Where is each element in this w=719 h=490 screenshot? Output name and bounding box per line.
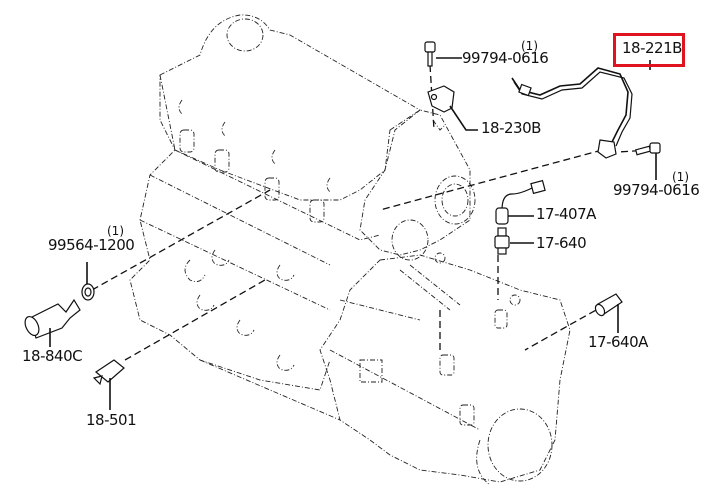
bracket-18-230B-drawing (427, 85, 455, 113)
part-qty-99564-1200: (1) (107, 224, 124, 238)
sensor-17-407A-drawing (495, 179, 546, 225)
part-label-18-501[interactable]: 18-501 (86, 411, 137, 429)
washer-99564-1200-drawing (81, 283, 95, 301)
part-label-17-640[interactable]: 17-640 (536, 234, 587, 252)
sensor-harness-18-221B-drawing (511, 67, 633, 159)
part-label-99794-0616-top[interactable]: 99794-0616 (462, 49, 549, 67)
leader-lines (49, 57, 657, 410)
part-label-18-230B[interactable]: 18-230B (481, 119, 541, 137)
engine-block-drawing (129, 14, 571, 486)
part-qty-99794-0616-right: (1) (672, 170, 689, 184)
assembly-lines (91, 64, 651, 361)
part-label-18-221B[interactable]: 18-221B (622, 39, 682, 57)
part-label-17-407A[interactable]: 17-407A (536, 205, 596, 223)
sensor-17-640-drawing (494, 227, 510, 255)
part-label-18-840C[interactable]: 18-840C (22, 347, 83, 365)
part-label-99564-1200[interactable]: 99564-1200 (48, 236, 135, 254)
part-label-17-640A[interactable]: 17-640A (588, 333, 648, 351)
bolt-99794-0616-right-drawing (634, 142, 661, 156)
sensor-18-840C-drawing (24, 298, 81, 339)
part-label-99794-0616-right[interactable]: 99794-0616 (613, 181, 700, 199)
part-qty-99794-0616-top: (1) (521, 39, 538, 53)
sensor-18-501-drawing (92, 359, 125, 386)
sensor-17-640A-drawing (594, 293, 623, 317)
highlight-box (613, 33, 685, 67)
bolt-99794-0616-top-drawing (424, 41, 436, 67)
